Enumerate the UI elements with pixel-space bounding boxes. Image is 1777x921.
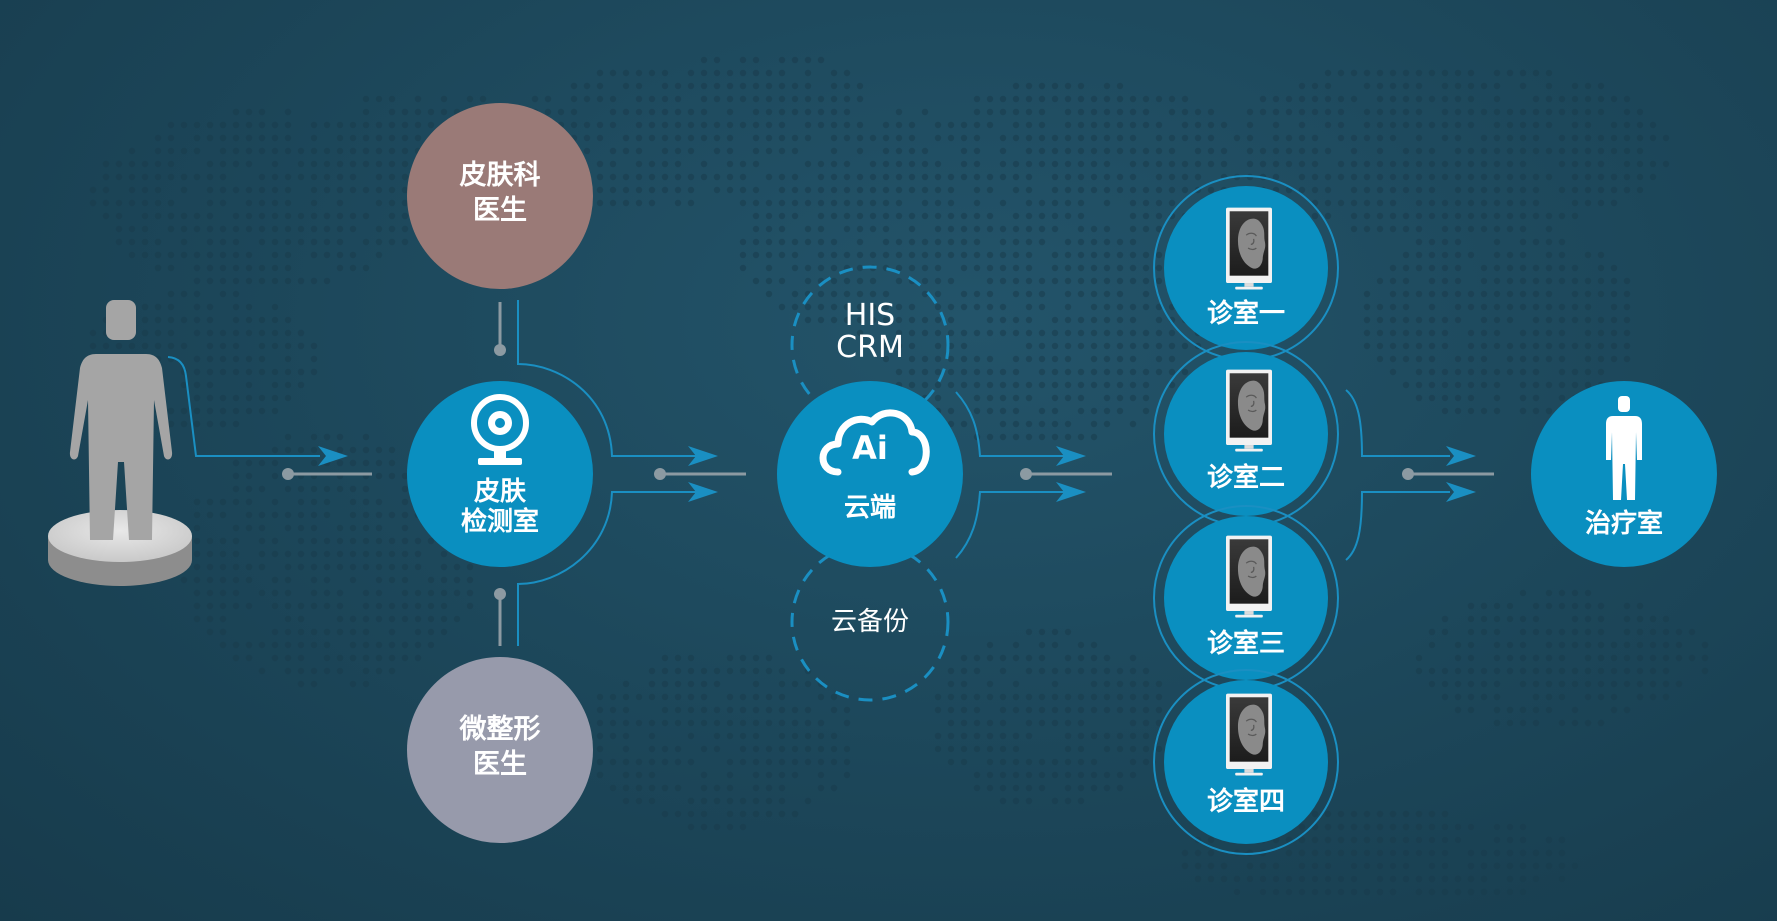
arrow-head-rooms-1 [1446, 446, 1476, 466]
room-2-monitor-icon [1226, 368, 1272, 453]
room-2-label: 诊室二 [1206, 463, 1285, 493]
person-white-icon [1606, 396, 1642, 500]
skin-lab-label: 皮肤 检测室 [420, 477, 580, 538]
cosmetic-doctor-label: 微整形 医生 [420, 712, 580, 782]
rooms-curve-bottom [1345, 491, 1410, 561]
gray-dot-cosmetic [494, 588, 506, 600]
cosmetic-doctor-node [407, 657, 593, 843]
cosmetic-doctor-label-line1: 微整形 [459, 714, 541, 745]
room-4-label: 诊室四 [1206, 787, 1285, 817]
lab-curve-top [517, 300, 662, 457]
dermatologist-label-line1: 皮肤科 [459, 160, 541, 191]
person-icon [106, 300, 136, 340]
skin-lab-label-line2: 检测室 [460, 506, 539, 537]
his-crm-label: HIS CRM [800, 300, 940, 363]
dermatologist-label: 皮肤科 医生 [420, 158, 580, 228]
room-1-monitor-icon [1226, 206, 1272, 291]
dermatologist-node [407, 103, 593, 289]
gray-dot-cloud [1020, 468, 1032, 480]
skin-lab-node [407, 381, 593, 567]
his-label: HIS [844, 298, 896, 333]
cloud-curve-top [955, 391, 1030, 457]
gray-dot-dermatologist [494, 344, 506, 356]
gray-dot-person [282, 468, 294, 480]
treatment-label: 治疗室 [1584, 509, 1663, 539]
cosmetic-doctor-label-line2: 医生 [473, 749, 527, 781]
room-3-monitor-icon [1226, 534, 1272, 619]
gray-dot-lab [654, 468, 666, 480]
crm-label: CRM [836, 329, 904, 365]
cloud-logo-text: Ai [852, 429, 888, 467]
arrow-head-rooms-2 [1446, 482, 1476, 502]
room-3-label: 诊室三 [1206, 629, 1285, 659]
patient-figure [48, 300, 192, 586]
dermatologist-label-line2: 医生 [473, 195, 527, 227]
cloud-curve-bottom [955, 491, 1030, 559]
rooms-group [1153, 175, 1339, 855]
connector-lines [167, 300, 1494, 646]
arrow-head-cloud-2 [1056, 482, 1086, 502]
cloud-backup-label: 云备份 [830, 607, 909, 637]
lab-curve-bottom [517, 491, 662, 646]
arrow-head-lab-2 [688, 482, 718, 502]
arrow-head-lab-1 [688, 446, 718, 466]
gray-dot-rooms [1402, 468, 1414, 480]
arrow-head-cloud-1 [1056, 446, 1086, 466]
skin-lab-label-line1: 皮肤 [473, 477, 526, 507]
cloud-icon [819, 409, 930, 476]
line-person-to-lab [167, 356, 320, 457]
arrow-head-person [318, 446, 348, 466]
room-4-ring [1153, 669, 1339, 855]
room-1-label: 诊室一 [1206, 299, 1285, 329]
treatment-node [1531, 381, 1717, 567]
cloud-label: 云端 [843, 493, 896, 523]
rooms-curve-top [1345, 389, 1410, 457]
webcam-icon [471, 394, 529, 465]
room-4-monitor-icon [1226, 692, 1272, 777]
cloud-node [777, 381, 963, 567]
